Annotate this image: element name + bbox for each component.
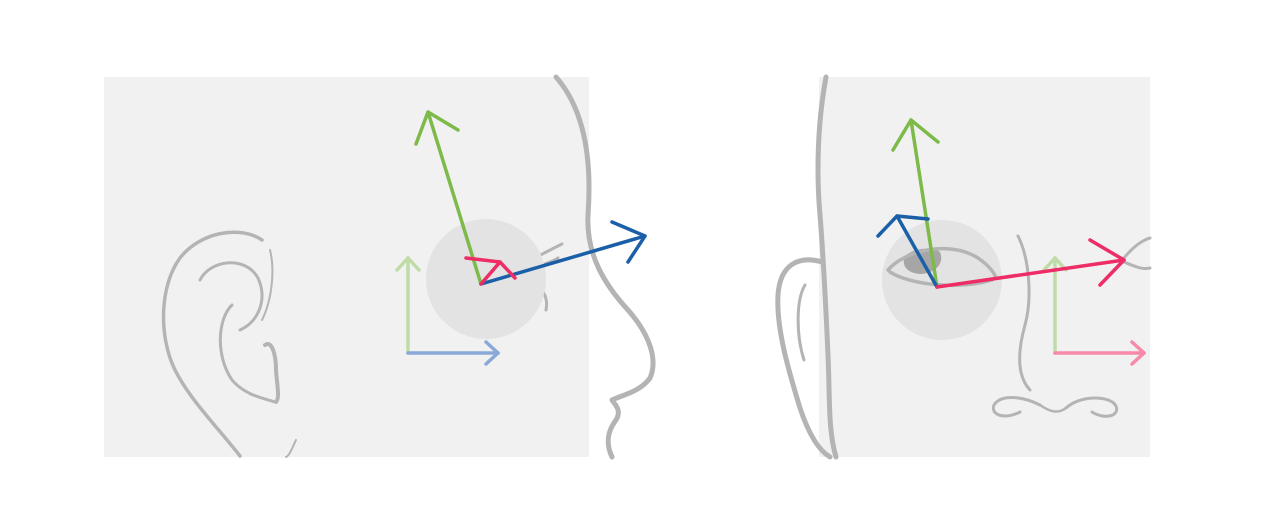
reference-axes-right [1042,256,1146,366]
gaze-axes-right [876,118,1126,289]
gaze-axes-left [414,110,647,286]
eyeball-sphere-right [882,220,1002,340]
up-axis-arrow [426,110,483,286]
right-panel [775,74,1152,460]
left-panel [104,74,656,460]
small-axis-arrow [479,260,502,286]
up-axis-arrow-right [909,118,939,289]
tilt-axis-arrow [895,214,939,289]
forward-axis-arrow [479,234,647,286]
reference-axes-left [395,256,500,366]
forward-axis-arrow-right [935,258,1126,289]
